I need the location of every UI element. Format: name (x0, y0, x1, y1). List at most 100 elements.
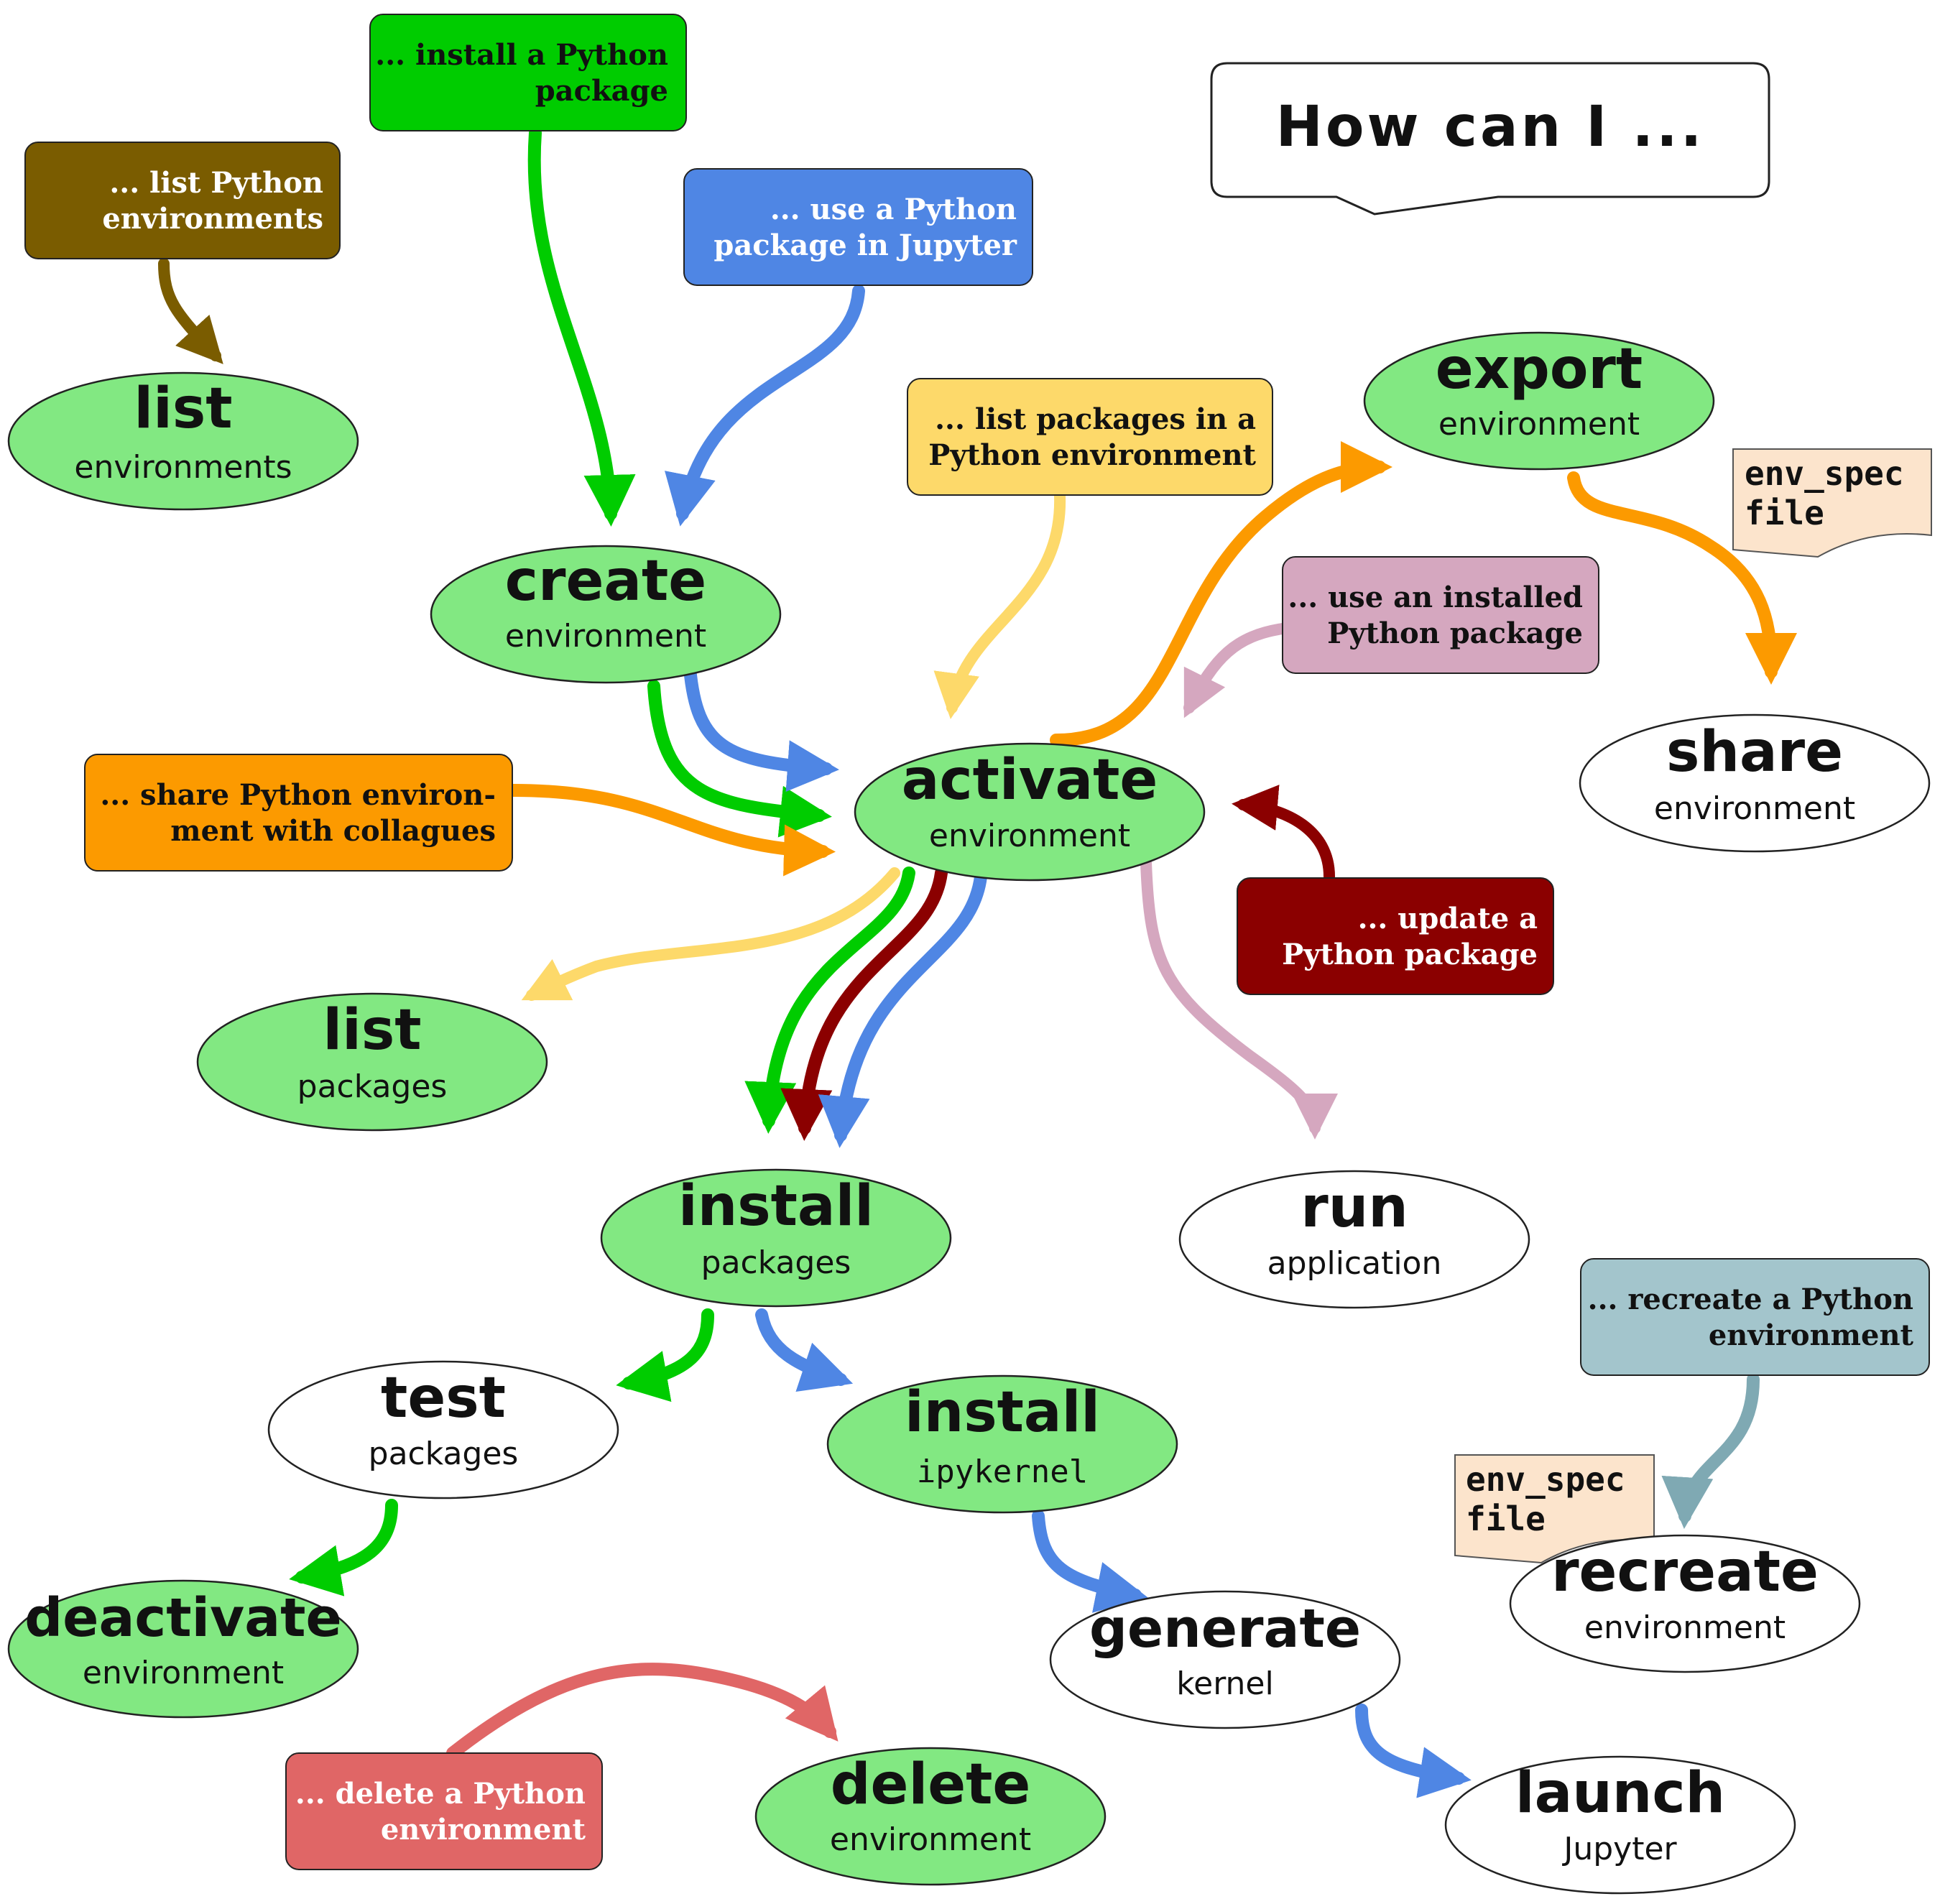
question-line: ... use a Python (770, 193, 1017, 226)
question-box (84, 754, 513, 872)
node-noun: packages (701, 1244, 851, 1281)
node-recreate-environment: recreate environment (1509, 1534, 1861, 1673)
question-line: package (535, 74, 668, 108)
node-verb: test (381, 1366, 506, 1431)
arrow-ipykernel-to-generate (1032, 1510, 1148, 1613)
arrow-activate-to-export (1050, 441, 1392, 747)
file-line: env_spec (1466, 1460, 1625, 1499)
node-list-packages: list packages (196, 992, 548, 1132)
question-line: Python environment (928, 438, 1256, 472)
node-noun: application (1267, 1245, 1442, 1282)
node-shape (1049, 1590, 1401, 1729)
title-bubble-shape (1210, 62, 1770, 216)
question-line: environment (381, 1813, 586, 1847)
node-verb: launch (1515, 1761, 1725, 1826)
arrow-create-to-activate-green (647, 680, 832, 838)
node-verb: export (1436, 337, 1643, 402)
arrow-activate-to-listpkg (521, 867, 900, 1001)
question-line: ... use an installed (1288, 581, 1583, 614)
question-box (1580, 1258, 1930, 1376)
node-verb: create (505, 549, 706, 614)
node-list-environments: list environments (7, 371, 359, 511)
node-noun: kernel (1176, 1665, 1273, 1702)
node-shape (854, 742, 1206, 882)
arrow-layer (158, 126, 1797, 1798)
node-launch-jupyter: launch Jupyter (1444, 1755, 1796, 1895)
node-noun: environment (83, 1655, 284, 1691)
question-line: ... update a (1358, 902, 1538, 935)
node-shape (1444, 1755, 1796, 1895)
arrow-generate-to-launch (1355, 1704, 1472, 1798)
node-noun: environments (74, 449, 292, 486)
node-noun: environment (1438, 406, 1640, 443)
arrow-jupyter-to-create (665, 285, 865, 527)
arrow-recreate-q-to-recreate (1661, 1373, 1760, 1529)
arrow-export-to-share (1567, 471, 1797, 685)
question-line: Python package (1282, 938, 1538, 971)
file-shape (1732, 448, 1932, 558)
node-activate-environment: activate environment (854, 742, 1206, 882)
question-line: environment (1709, 1318, 1914, 1352)
node-verb: install (905, 1380, 1100, 1445)
question-line: ment with collagues (170, 814, 496, 848)
arrow-use-to-activate (1183, 623, 1288, 718)
node-verb: delete (831, 1752, 1031, 1817)
arrow-activate-to-run (1140, 856, 1338, 1140)
node-shape (1579, 713, 1931, 853)
node-verb: generate (1089, 1598, 1361, 1660)
question-line: ... list packages in a (935, 402, 1256, 436)
question-box (285, 1752, 603, 1870)
question-box (369, 14, 687, 131)
question-box (683, 168, 1033, 286)
node-shape (7, 1579, 359, 1719)
node-noun: environment (929, 818, 1130, 854)
arrow-activate-to-install-blue (818, 870, 987, 1148)
question-line: ... list Python (109, 166, 323, 200)
node-shape (1363, 331, 1715, 471)
svg-text:... share Python environ-ment: ... share Python environ-ment with colla… (100, 778, 496, 848)
node-noun: packages (297, 1068, 448, 1105)
node-export-environment: export environment (1363, 331, 1715, 471)
node-verb: deactivate (24, 1587, 341, 1649)
node-noun: environment (1584, 1609, 1786, 1646)
file-line: file (1466, 1499, 1546, 1538)
node-verb: install (678, 1174, 874, 1239)
file-line: file (1745, 494, 1824, 532)
node-share-environment: share environment (1579, 713, 1931, 853)
node-shape (754, 1747, 1107, 1886)
node-shape (826, 1374, 1178, 1514)
arrow-delete-q-to-delete (446, 1663, 839, 1760)
node-shape (430, 545, 782, 684)
arrow-create-to-activate-blue (683, 662, 839, 792)
node-noun: environment (830, 1821, 1031, 1858)
node-test-packages: test packages (267, 1360, 619, 1499)
page-title: How can I ... (1276, 95, 1705, 160)
arrow-test-to-deactivate (289, 1499, 398, 1596)
node-noun: environment (1654, 790, 1855, 827)
question-share-environment: ... share Python environ-ment with colla… (84, 754, 513, 872)
question-line: Python package (1327, 616, 1583, 650)
question-line: package in Jupyter (713, 228, 1017, 262)
node-noun: environment (505, 618, 706, 655)
question-box (1282, 556, 1599, 674)
arrow-activate-to-install-green (744, 866, 915, 1134)
arrow-install-to-ipykernel (755, 1308, 854, 1392)
arrow-update-to-activate (1232, 785, 1335, 882)
